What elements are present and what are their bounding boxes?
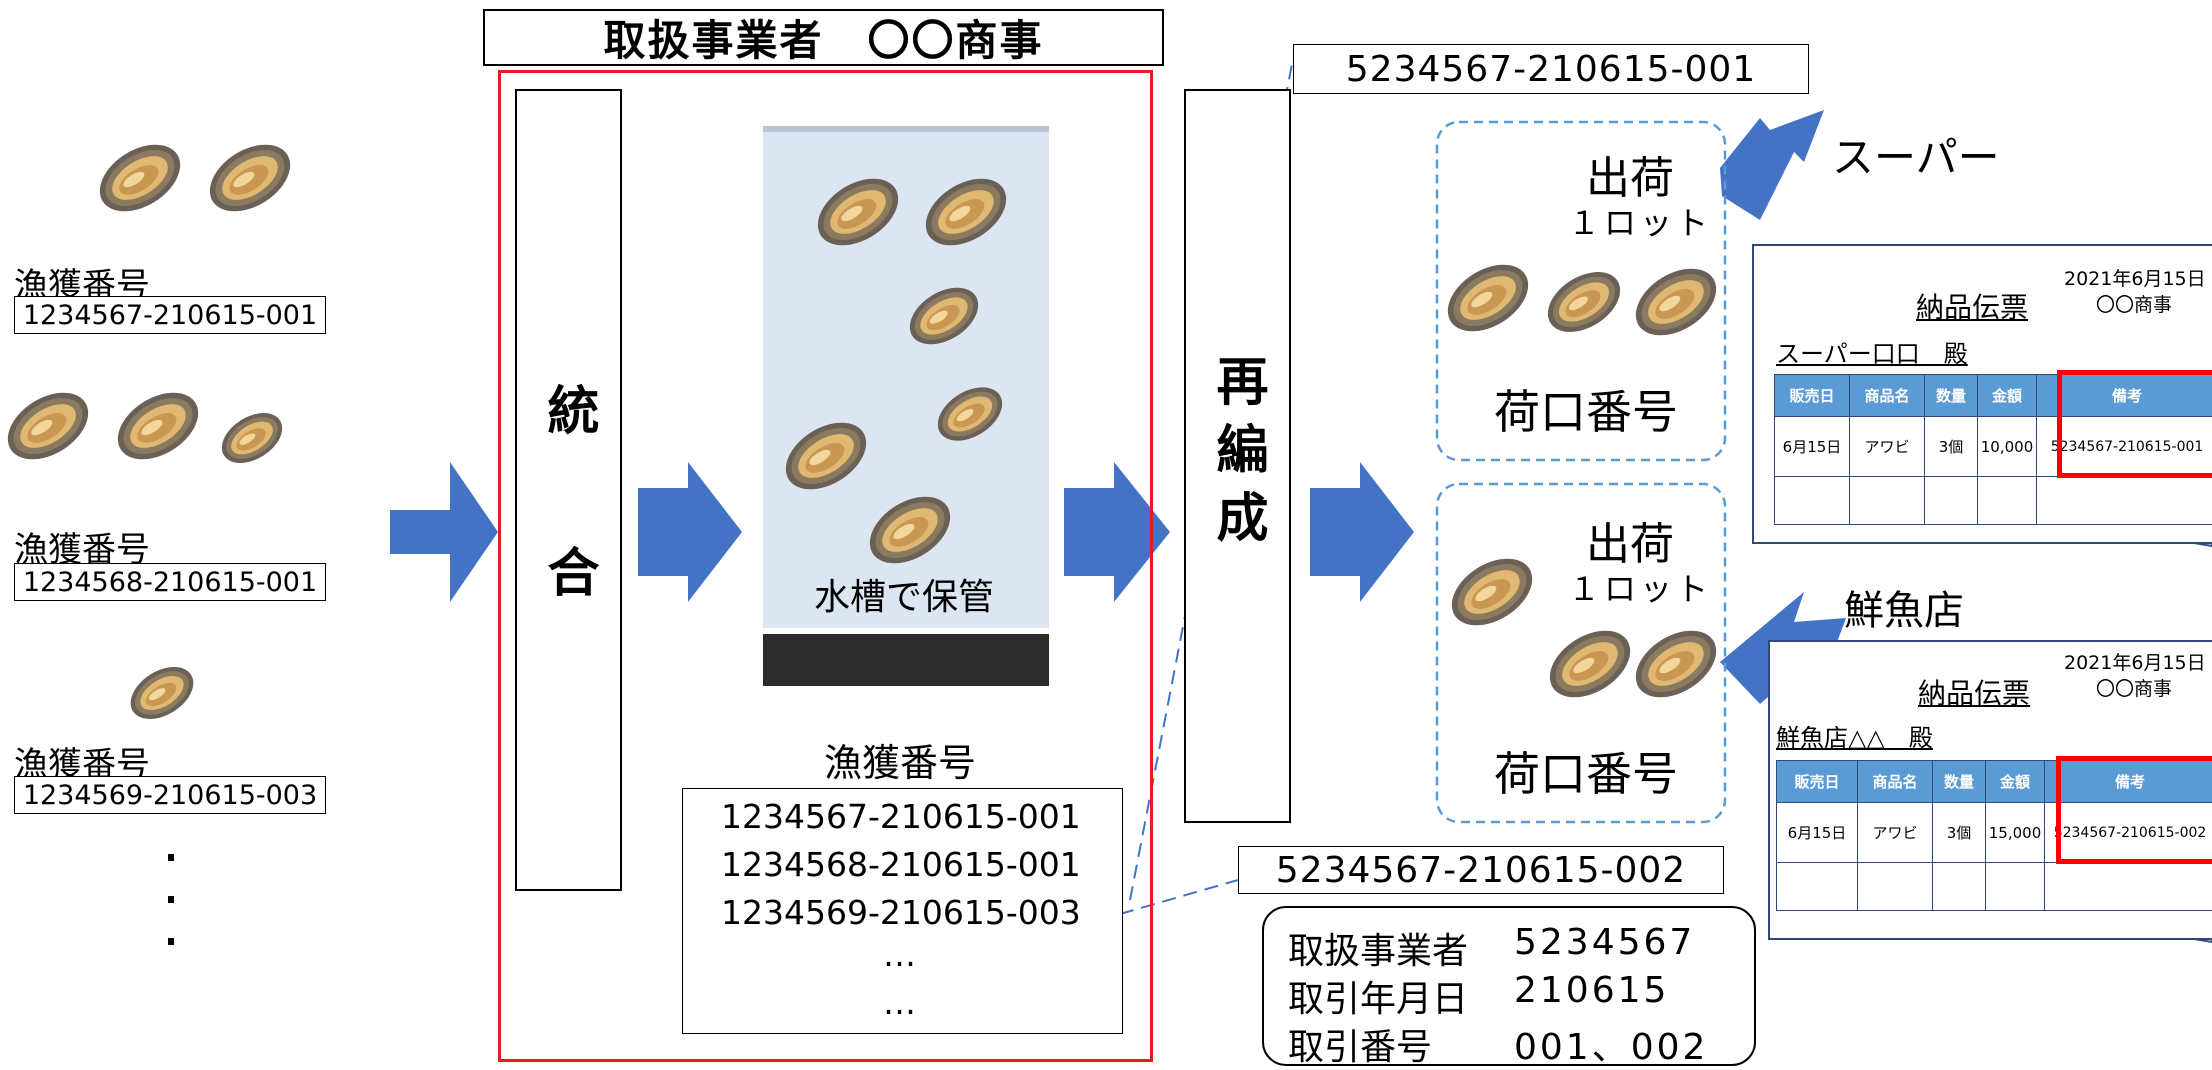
slip-header: 商品名 bbox=[1850, 375, 1925, 417]
breakdown-key: 取引年月日 bbox=[1288, 970, 1468, 1022]
slip-header: 販売日 bbox=[1775, 375, 1850, 417]
slip-title: 納品伝票 bbox=[1918, 672, 2030, 712]
lot-number-box: 5234567-210615-002 bbox=[1238, 846, 1724, 894]
ellipsis-dot bbox=[168, 896, 174, 903]
catch-list-item: … bbox=[883, 983, 916, 1022]
abalone-icon bbox=[106, 379, 210, 473]
ellipsis-dot bbox=[168, 854, 174, 861]
handler-title-box: 取扱事業者 〇〇商事 bbox=[483, 9, 1164, 66]
slip-company: 〇〇商事 bbox=[2096, 290, 2172, 317]
abalone-icon bbox=[121, 656, 202, 729]
catch-list-title: 漁獲番号 bbox=[824, 732, 976, 787]
catch-number-box: 1234567-210615-001 bbox=[14, 296, 326, 334]
slip-header: 数量 bbox=[1925, 375, 1978, 417]
catch-list-item: … bbox=[883, 935, 916, 974]
lot-unit: １ロット bbox=[1568, 564, 1712, 610]
breakdown-value: 5234567 bbox=[1514, 922, 1695, 963]
lot-number-box: 5234567-210615-001 bbox=[1293, 44, 1809, 94]
abalone-icon bbox=[1436, 251, 1540, 345]
slip-header: 金額 bbox=[1978, 375, 2037, 417]
handler-title: 取扱事業者 〇〇商事 bbox=[603, 7, 1043, 68]
reorg-box: 再編成 bbox=[1184, 89, 1291, 823]
abalone-icon bbox=[1440, 545, 1544, 639]
slip-cell: 10,000 bbox=[1978, 417, 2037, 477]
lot-unit: １ロット bbox=[1568, 198, 1712, 244]
slip-header: 販売日 bbox=[1777, 761, 1858, 803]
abalone-icon bbox=[198, 131, 302, 225]
delivery-slip: 2021年6月15日 〇〇商事 納品伝票 鮮魚店△△ 殿 販売日 商品名 数量 … bbox=[1768, 640, 2212, 940]
abalone-icon bbox=[1537, 260, 1631, 345]
reorg-label: 再編成 bbox=[1200, 354, 1275, 558]
abalone-icon bbox=[1538, 617, 1642, 711]
slip-cell: アワビ bbox=[1850, 417, 1925, 477]
shipment-label: 出荷 bbox=[1586, 142, 1674, 206]
lot-breakdown-box: 取扱事業者 5234567 取引年月日 210615 取引番号 001、002 bbox=[1262, 906, 1756, 1066]
catch-number: 1234568-210615-001 bbox=[23, 567, 317, 598]
right-arrow-icon bbox=[390, 462, 498, 602]
catch-list-box: 1234567-210615-001 1234568-210615-001 12… bbox=[682, 788, 1123, 1034]
shipment-label: 出荷 bbox=[1586, 508, 1674, 572]
slip-cell: 3個 bbox=[1925, 417, 1978, 477]
lot-number: 5234567-210615-002 bbox=[1276, 850, 1686, 891]
delivery-slip: 2021年6月15日 〇〇商事 納品伝票 スーパー口口 殿 販売日 商品名 数量… bbox=[1752, 244, 2212, 544]
destination-label: スーパー bbox=[1832, 124, 2000, 185]
abalone-icon bbox=[1624, 617, 1728, 711]
abalone-icon bbox=[0, 379, 100, 473]
slip-header: 商品名 bbox=[1858, 761, 1933, 803]
catch-list-item: 1234568-210615-001 bbox=[721, 845, 1081, 884]
breakdown-value: 210615 bbox=[1514, 970, 1669, 1011]
catch-list-item: 1234569-210615-003 bbox=[721, 893, 1081, 932]
slip-header: 金額 bbox=[1986, 761, 2045, 803]
catch-number-box: 1234569-210615-003 bbox=[14, 776, 326, 814]
slip-recipient: スーパー口口 殿 bbox=[1776, 334, 1968, 369]
remarks-highlight bbox=[2056, 756, 2212, 864]
catch-number: 1234569-210615-003 bbox=[23, 780, 317, 811]
lot-label: 荷口番号 bbox=[1494, 738, 1678, 804]
right-arrow-icon bbox=[1310, 462, 1414, 602]
merge-label: 統合 bbox=[531, 273, 606, 707]
slip-recipient: 鮮魚店△△ 殿 bbox=[1776, 718, 1933, 753]
slip-cell: 3個 bbox=[1933, 803, 1986, 863]
slip-company: 〇〇商事 bbox=[2096, 674, 2172, 701]
destination-label: 鮮魚店 bbox=[1844, 578, 1964, 636]
slip-cell: 15,000 bbox=[1986, 803, 2045, 863]
breakdown-value: 001、002 bbox=[1514, 1018, 1708, 1070]
breakdown-key: 取扱事業者 bbox=[1288, 922, 1468, 974]
remarks-highlight bbox=[2057, 370, 2212, 478]
abalone-icon bbox=[213, 403, 291, 474]
catch-number-box: 1234568-210615-001 bbox=[14, 563, 326, 601]
slip-cell: 6月15日 bbox=[1775, 417, 1850, 477]
slip-cell: アワビ bbox=[1858, 803, 1933, 863]
abalone-icon bbox=[88, 131, 192, 225]
catch-number: 1234567-210615-001 bbox=[23, 300, 317, 331]
slip-header: 数量 bbox=[1933, 761, 1986, 803]
tank-label: 水槽で保管 bbox=[814, 568, 994, 620]
abalone-icon bbox=[1624, 255, 1728, 349]
ellipsis-dot bbox=[168, 938, 174, 945]
slip-title: 納品伝票 bbox=[1916, 286, 2028, 326]
breakdown-key: 取引番号 bbox=[1288, 1018, 1432, 1070]
right-arrow-icon bbox=[1720, 110, 1824, 220]
slip-date: 2021年6月15日 bbox=[2064, 648, 2206, 675]
slip-cell: 6月15日 bbox=[1777, 803, 1858, 863]
lot-number: 5234567-210615-001 bbox=[1346, 49, 1756, 90]
slip-date: 2021年6月15日 bbox=[2064, 264, 2206, 291]
merge-box: 統合 bbox=[515, 89, 622, 891]
lot-label: 荷口番号 bbox=[1494, 376, 1678, 442]
catch-list-item: 1234567-210615-001 bbox=[721, 797, 1081, 836]
